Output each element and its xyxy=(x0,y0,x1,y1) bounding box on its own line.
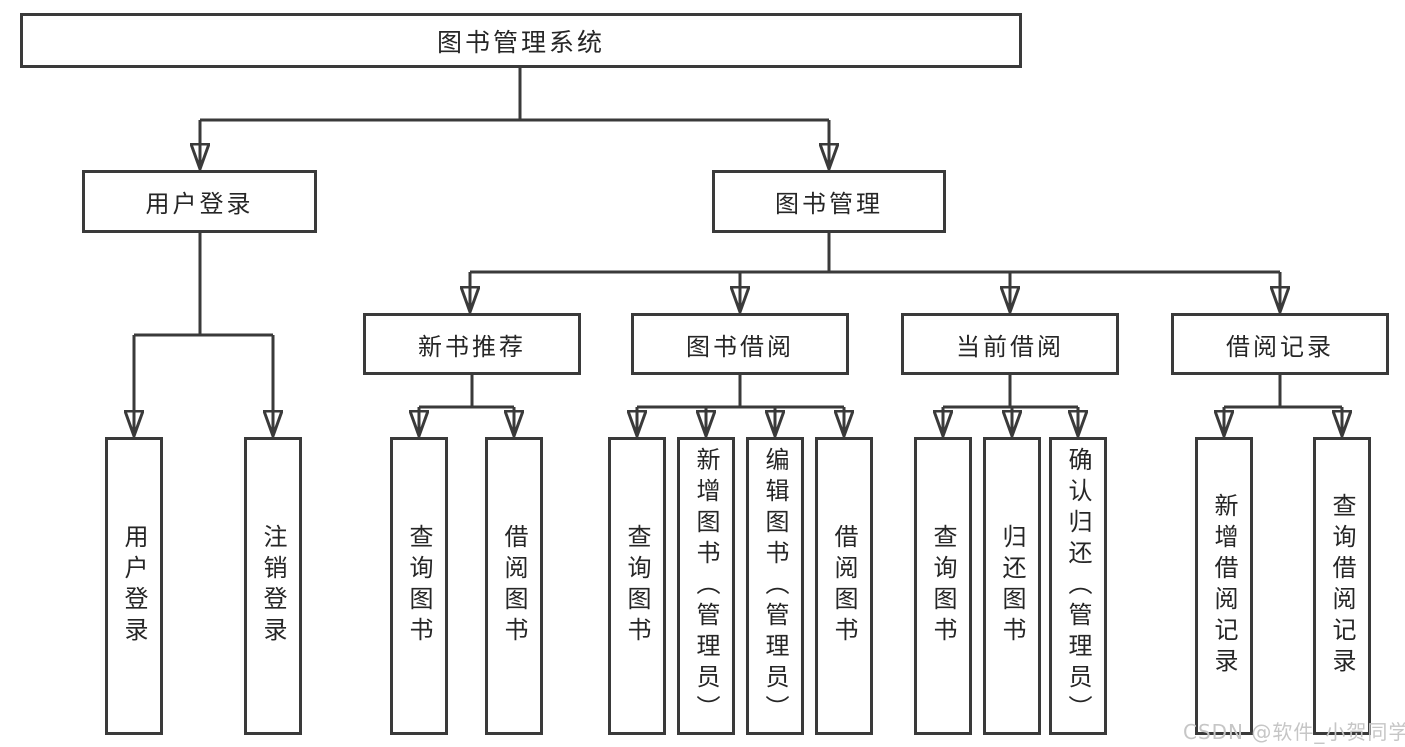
leaf-return-books-label: 归还图书 xyxy=(998,524,1026,648)
node-book-management-label: 图书管理 xyxy=(775,190,883,218)
node-new-book-recommend-label: 新书推荐 xyxy=(418,332,526,361)
node-borrow-records-label: 借阅记录 xyxy=(1226,332,1334,361)
leaf-borrow-books-recommend: 借阅图书 xyxy=(485,437,543,735)
leaf-query-books-borrowing-label: 查询图书 xyxy=(623,524,651,648)
node-current-borrowing: 当前借阅 xyxy=(901,313,1119,375)
node-current-borrowing-label: 当前借阅 xyxy=(956,332,1064,361)
leaf-borrow-books-recommend-label: 借阅图书 xyxy=(500,524,528,648)
leaf-logout-label: 注销登录 xyxy=(259,524,287,648)
leaf-query-books-borrowing: 查询图书 xyxy=(608,437,666,735)
leaf-query-books-recommend-label: 查询图书 xyxy=(405,524,433,648)
leaf-query-books-recommend: 查询图书 xyxy=(390,437,448,735)
leaf-query-borrow-record: 查询借阅记录 xyxy=(1313,437,1371,735)
node-borrow-records: 借阅记录 xyxy=(1171,313,1389,375)
leaf-query-borrow-record-label: 查询借阅记录 xyxy=(1328,493,1356,679)
leaf-add-borrow-record-label: 新增借阅记录 xyxy=(1210,493,1238,679)
leaf-user-login: 用户登录 xyxy=(105,437,163,735)
leaf-edit-book-admin-label: 编辑图书（管理员） xyxy=(761,446,789,726)
leaf-borrow-books-borrowing: 借阅图书 xyxy=(815,437,873,735)
leaf-add-book-admin-label: 新增图书（管理员） xyxy=(692,446,720,726)
node-book-borrowing: 图书借阅 xyxy=(631,313,849,375)
node-user-login: 用户登录 xyxy=(82,170,317,233)
leaf-add-borrow-record: 新增借阅记录 xyxy=(1195,437,1253,735)
leaf-query-books-current-label: 查询图书 xyxy=(929,524,957,648)
node-root: 图书管理系统 xyxy=(20,13,1022,68)
node-book-management: 图书管理 xyxy=(712,170,946,233)
leaf-borrow-books-borrowing-label: 借阅图书 xyxy=(830,524,858,648)
leaf-confirm-return-admin-label: 确认归还（管理员） xyxy=(1064,446,1092,726)
leaf-confirm-return-admin: 确认归还（管理员） xyxy=(1049,437,1107,735)
node-new-book-recommend: 新书推荐 xyxy=(363,313,581,375)
node-user-login-label: 用户登录 xyxy=(145,190,254,218)
leaf-user-login-label: 用户登录 xyxy=(120,524,148,648)
node-book-borrowing-label: 图书借阅 xyxy=(686,332,794,361)
csdn-watermark: CSDN @软件_小贺同学 xyxy=(1183,720,1405,744)
leaf-logout: 注销登录 xyxy=(244,437,302,735)
leaf-query-books-current: 查询图书 xyxy=(914,437,972,735)
leaf-return-books: 归还图书 xyxy=(983,437,1041,735)
node-root-label: 图书管理系统 xyxy=(436,27,605,57)
leaf-add-book-admin: 新增图书（管理员） xyxy=(677,437,735,735)
leaf-edit-book-admin: 编辑图书（管理员） xyxy=(746,437,804,735)
